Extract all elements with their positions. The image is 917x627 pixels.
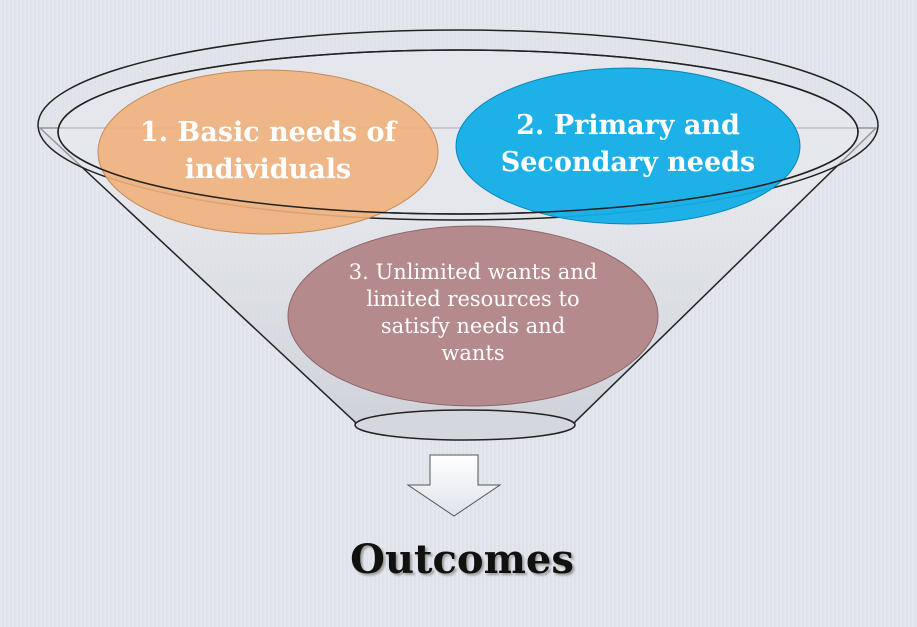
svg-text:Secondary needs: Secondary needs: [501, 147, 756, 178]
svg-text:wants: wants: [441, 341, 504, 365]
bubble-3-line-4: wants: [441, 341, 504, 365]
outcomes-label: Outcomes: [350, 536, 574, 583]
svg-text:individuals: individuals: [185, 154, 351, 185]
need-bubble-3: 3. Unlimited wants and limited resources…: [287, 225, 659, 407]
bubble-2-line-2: Secondary needs: [501, 147, 756, 178]
funnel-bottom: [354, 409, 576, 441]
svg-text:satisfy needs and: satisfy needs and: [381, 314, 565, 338]
svg-text:1. Basic needs of: 1. Basic needs of: [140, 117, 399, 148]
svg-text:3. Unlimited wants and: 3. Unlimited wants and: [349, 260, 597, 284]
bubble-3-line-2: limited resources to: [366, 287, 579, 311]
need-bubble-2: 2. Primary and Secondary needs: [455, 67, 801, 225]
down-arrow-icon: [406, 454, 502, 517]
svg-text:limited resources to: limited resources to: [366, 287, 579, 311]
bubble-2-line-1: 2. Primary and: [516, 110, 740, 141]
funnel-rim-overlay: [57, 49, 859, 215]
bubble-1-line-1: 1. Basic needs of: [140, 117, 399, 148]
bubble-1-line-2: individuals: [185, 154, 351, 185]
need-bubble-1: 1. Basic needs of individuals: [97, 69, 439, 235]
svg-text:2. Primary and: 2. Primary and: [516, 110, 740, 141]
bubble-3-line-1: 3. Unlimited wants and: [349, 260, 597, 284]
bubble-3-line-3: satisfy needs and: [381, 314, 565, 338]
